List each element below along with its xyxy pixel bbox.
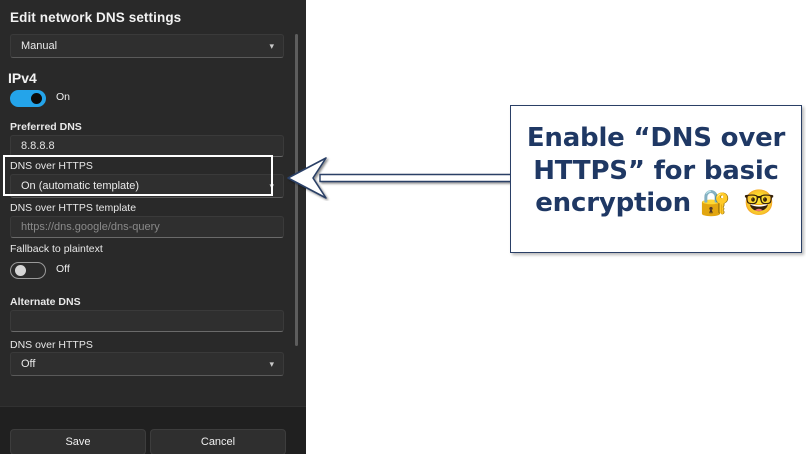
doh-template-label: DNS over HTTPS template — [10, 202, 137, 214]
chevron-down-icon: ▾ — [269, 41, 274, 51]
fallback-plaintext-state: Off — [56, 263, 70, 275]
preferred-dns-label: Preferred DNS — [10, 121, 82, 133]
alternate-dns-label: Alternate DNS — [10, 296, 81, 308]
dns-settings-dialog: Edit network DNS settings Manual ▾ IPv4 … — [0, 0, 306, 454]
preferred-dns-input[interactable]: 8.8.8.8 — [10, 135, 284, 157]
dialog-footer: Save Cancel — [0, 406, 306, 454]
doh-alternate-value: Off — [21, 358, 36, 370]
ipv4-toggle[interactable] — [10, 90, 46, 107]
save-button[interactable]: Save — [10, 429, 146, 454]
lock-with-key-and-nerd-face-emoji: 🔐 🤓 — [699, 188, 777, 217]
fallback-plaintext-toggle[interactable] — [10, 262, 46, 279]
toggle-knob — [15, 265, 26, 276]
chevron-down-icon: ▾ — [269, 181, 274, 191]
callout-line-1: Enable “DNS over — [526, 123, 786, 153]
doh-template-input[interactable]: https://dns.google/dns-query — [10, 216, 284, 238]
dns-assignment-select[interactable]: Manual ▾ — [10, 34, 284, 58]
callout-box: Enable “DNS over HTTPS” for basic encryp… — [510, 105, 802, 253]
left-pointing-arrow — [287, 157, 515, 199]
cancel-button[interactable]: Cancel — [150, 429, 286, 454]
doh-alternate-label: DNS over HTTPS — [10, 339, 93, 351]
doh-primary-select[interactable]: On (automatic template) ▾ — [10, 174, 284, 198]
doh-primary-label: DNS over HTTPS — [10, 160, 93, 172]
callout-line-2: HTTPS” for basic — [533, 155, 779, 186]
ipv4-toggle-state: On — [56, 91, 71, 103]
preferred-dns-value: 8.8.8.8 — [21, 140, 55, 152]
page-title: Edit network DNS settings — [10, 10, 182, 25]
dialog-scroll-area[interactable]: Edit network DNS settings Manual ▾ IPv4 … — [0, 0, 306, 406]
fallback-plaintext-label: Fallback to plaintext — [10, 243, 103, 255]
callout-text: Enable “DNS over HTTPS” for basic encryp… — [511, 122, 801, 220]
callout-line-3: encryption — [535, 188, 691, 218]
chevron-down-icon: ▾ — [269, 359, 274, 369]
doh-primary-value: On (automatic template) — [21, 180, 139, 192]
doh-template-placeholder: https://dns.google/dns-query — [21, 221, 160, 233]
toggle-knob — [31, 93, 42, 104]
ipv4-heading: IPv4 — [8, 70, 37, 86]
dns-assignment-value: Manual — [21, 40, 58, 52]
doh-alternate-select[interactable]: Off ▾ — [10, 352, 284, 376]
ipv4-toggle-row[interactable]: On — [10, 90, 130, 108]
fallback-plaintext-toggle-row[interactable]: Off — [10, 262, 130, 280]
vertical-scrollbar[interactable] — [295, 34, 298, 346]
alternate-dns-input[interactable] — [10, 310, 284, 332]
